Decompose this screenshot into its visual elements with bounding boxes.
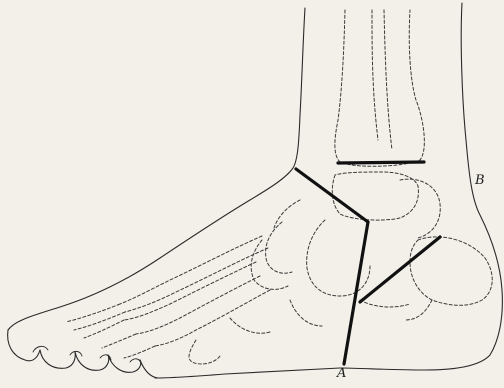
incision-line-dorsal bbox=[296, 169, 368, 222]
incision-line-plantar-a bbox=[344, 222, 368, 364]
foot-outline bbox=[8, 3, 502, 378]
label-point-b: B bbox=[475, 174, 485, 187]
incision-line-heel bbox=[360, 237, 440, 302]
label-point-a: A bbox=[337, 367, 346, 380]
bones-dashed bbox=[66, 10, 492, 364]
incision-line-leg bbox=[338, 162, 424, 163]
